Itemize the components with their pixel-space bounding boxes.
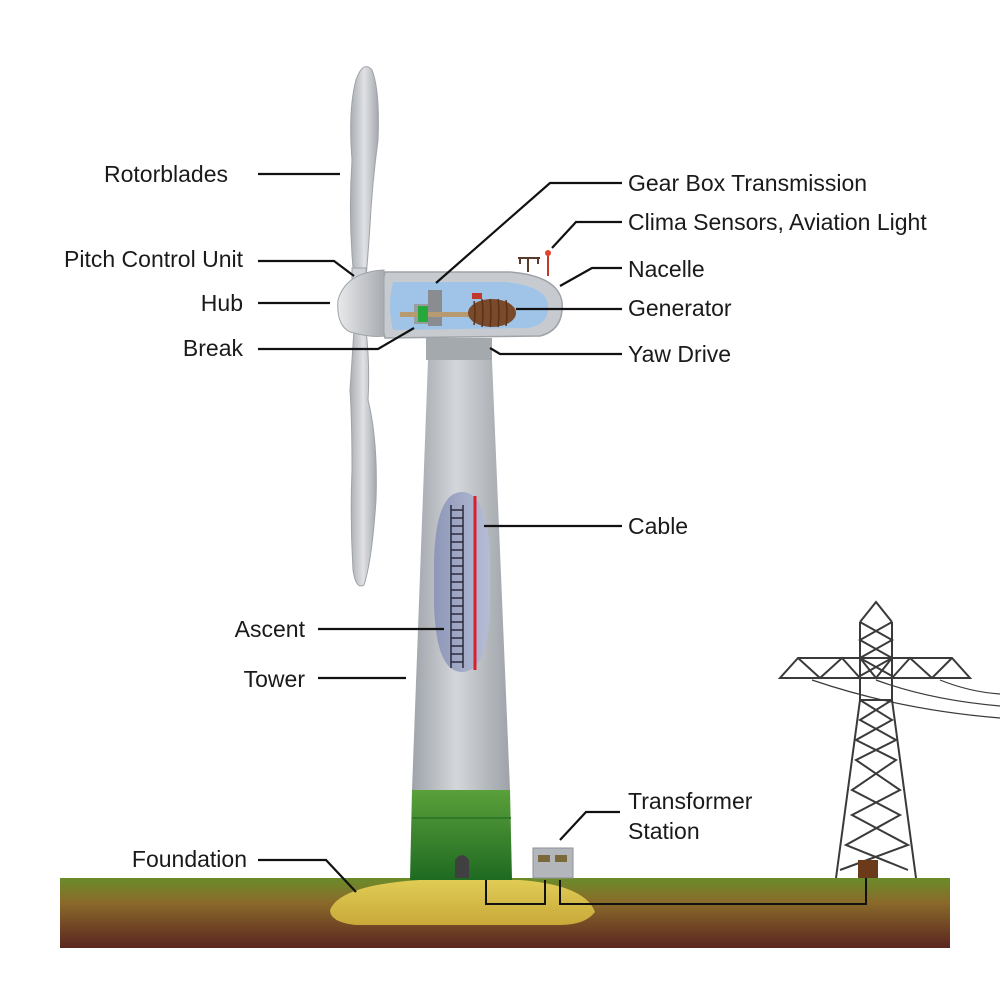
label-tower: Tower xyxy=(243,666,305,692)
label-transformer-line2: Station xyxy=(628,818,700,844)
blade-upper xyxy=(349,66,379,279)
label-nacelle: Nacelle xyxy=(628,256,705,282)
clima-sensors xyxy=(518,257,540,272)
label-rotorblades: Rotorblades xyxy=(104,161,229,187)
nacelle xyxy=(379,250,563,339)
rotor-blades xyxy=(349,66,379,587)
label-gear-box: Gear Box Transmission xyxy=(628,170,868,196)
underground-cables xyxy=(485,878,867,905)
label-pitch-control-unit: Pitch Control Unit xyxy=(64,246,243,272)
hub xyxy=(337,269,385,337)
label-cable: Cable xyxy=(628,513,689,539)
generator xyxy=(468,299,516,327)
pylon xyxy=(777,600,1000,879)
label-generator: Generator xyxy=(628,295,732,321)
label-break: Break xyxy=(182,335,243,361)
tower-door xyxy=(455,855,469,878)
aviation-light xyxy=(545,250,551,276)
label-foundation: Foundation xyxy=(131,846,247,872)
label-ascent: Ascent xyxy=(234,616,305,642)
foundation-slab xyxy=(330,880,595,925)
ladder xyxy=(450,505,464,668)
label-transformer-line1: Transformer xyxy=(628,788,753,814)
yaw-drive xyxy=(426,338,492,360)
blade-lower xyxy=(349,329,377,587)
gearbox xyxy=(428,290,442,326)
label-hub: Hub xyxy=(200,290,243,316)
label-yaw-drive: Yaw Drive xyxy=(628,341,732,367)
brake xyxy=(418,306,428,322)
transformer-station xyxy=(532,847,574,879)
leader-lines xyxy=(258,172,622,893)
nacelle-interior xyxy=(390,282,549,330)
label-clima-sensors: Clima Sensors, Aviation Light xyxy=(628,209,927,235)
ascent-cutaway xyxy=(434,492,490,672)
